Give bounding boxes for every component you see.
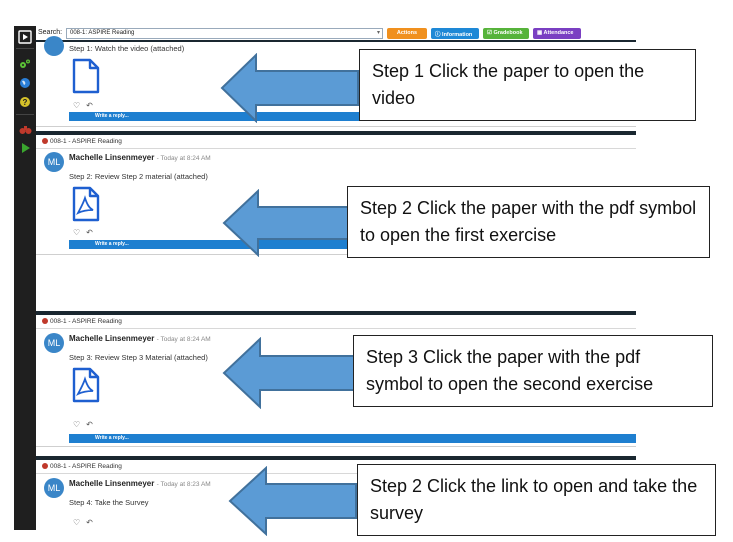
section-divider [36, 311, 636, 315]
play-icon[interactable] [17, 140, 33, 156]
heart-icon[interactable]: ♡ [73, 420, 81, 429]
reply-icon[interactable]: ↶ [86, 518, 93, 527]
pdf-file-icon[interactable] [72, 367, 100, 408]
help-icon[interactable]: ? [17, 94, 33, 110]
section-divider [36, 131, 636, 135]
top-bar: Search: 008-1: ASPIRE Reading ▾ Actions … [36, 26, 636, 42]
avatar: ML [44, 152, 64, 172]
instruction-callout: Step 2 Click the paper with the pdf symb… [347, 186, 710, 258]
play-square-icon[interactable] [17, 29, 33, 45]
author-name: Machelle Linsenmeyer [69, 334, 155, 343]
course-name: 008-1 - ASPIRE Reading [50, 318, 122, 325]
post-actions: ♡↶ [73, 228, 99, 237]
avatar [44, 36, 64, 56]
gears-icon[interactable] [17, 56, 33, 72]
left-arrow-icon [220, 53, 359, 123]
rail-divider [16, 48, 34, 49]
reply-icon[interactable]: ↶ [86, 420, 93, 429]
divider [36, 148, 636, 149]
section-divider [36, 456, 636, 460]
post-author[interactable]: Machelle Linsenmeyer - Today at 8:23 AM [69, 479, 211, 488]
search-label: Search: [38, 29, 63, 36]
actions-label: Actions [396, 30, 418, 36]
instruction-callout: Step 3 Click the paper with the pdf symb… [353, 335, 713, 407]
attendance-button[interactable]: ▦ Attendance [533, 28, 581, 39]
rail-divider [16, 114, 34, 115]
reply-icon[interactable]: ↶ [86, 101, 93, 110]
attendance-label: Attendance [543, 30, 574, 36]
post-actions: ♡↶ [73, 420, 99, 429]
pdf-file-icon[interactable] [72, 186, 100, 227]
heart-icon[interactable]: ♡ [73, 228, 81, 237]
author-name: Machelle Linsenmeyer [69, 153, 155, 162]
calendar-icon: ▦ [537, 30, 543, 36]
divider [36, 473, 636, 474]
actions-button[interactable]: Actions [387, 28, 427, 39]
instruction-callout: Step 1 Click the paper to open the video [359, 49, 696, 121]
binoculars-icon [42, 463, 48, 470]
binoculars-icon [42, 138, 48, 145]
globe-icon[interactable] [17, 75, 33, 91]
post-time: - Today at 8:23 AM [156, 481, 211, 488]
reply-icon[interactable]: ↶ [86, 228, 93, 237]
write-reply-button[interactable]: Write a reply... [69, 112, 636, 121]
divider [36, 446, 636, 447]
post-message: Step 1: Watch the video (attached) [69, 44, 185, 53]
course-header[interactable]: 008-1 - ASPIRE Reading [42, 463, 122, 470]
post-author[interactable]: Machelle Linsenmeyer - Today at 8:24 AM [69, 153, 211, 162]
post-time: - Today at 8:24 AM [156, 155, 211, 162]
author-name: Machelle Linsenmeyer [69, 479, 155, 488]
left-arrow-icon [222, 337, 355, 409]
instruction-callout: Step 2 Click the link to open and take t… [357, 464, 716, 536]
post-feed: Step 1: Watch the video (attached) ♡↶ Wr… [36, 36, 636, 530]
post-actions: ♡↶ [73, 101, 99, 110]
binoculars-icon[interactable] [17, 121, 33, 137]
course-name: 008-1 - ASPIRE Reading [50, 463, 122, 470]
course-name: 008-1 - ASPIRE Reading [50, 138, 122, 145]
post-actions: ♡↶ [73, 518, 99, 527]
chevron-down-icon[interactable]: ▾ [376, 30, 380, 36]
left-arrow-icon [228, 466, 357, 536]
information-button[interactable]: ⓘ Information [431, 28, 479, 39]
course-header[interactable]: 008-1 - ASPIRE Reading [42, 138, 122, 145]
left-rail: ? [14, 26, 36, 530]
check-square-icon: ☑ [487, 30, 492, 36]
left-arrow-icon [222, 189, 349, 257]
course-search-select[interactable]: 008-1: ASPIRE Reading ▾ [66, 28, 383, 39]
avatar: ML [44, 478, 64, 498]
post-message: Step 2: Review Step 2 material (attached… [69, 172, 208, 181]
divider [36, 328, 636, 329]
heart-icon[interactable]: ♡ [73, 101, 81, 110]
gradebook-label: Gradebook [493, 30, 523, 36]
information-label: Information [442, 32, 473, 38]
post-author[interactable]: Machelle Linsenmeyer - Today at 8:24 AM [69, 334, 211, 343]
divider [36, 254, 636, 255]
avatar: ML [44, 333, 64, 353]
post-time: - Today at 8:24 AM [156, 336, 211, 343]
course-header[interactable]: 008-1 - ASPIRE Reading [42, 318, 122, 325]
file-icon[interactable] [72, 58, 100, 99]
svg-text:?: ? [23, 98, 28, 107]
gradebook-button[interactable]: ☑ Gradebook [483, 28, 529, 39]
divider [36, 126, 636, 127]
heart-icon[interactable]: ♡ [73, 518, 81, 527]
post-message: Step 4: Take the Survey [69, 498, 149, 507]
post-message: Step 3: Review Step 3 Material (attached… [69, 353, 208, 362]
write-reply-button[interactable]: Write a reply... [69, 434, 636, 443]
info-icon: ⓘ [435, 32, 441, 38]
binoculars-icon [42, 318, 48, 325]
search-value: 008-1: ASPIRE Reading [70, 30, 135, 36]
